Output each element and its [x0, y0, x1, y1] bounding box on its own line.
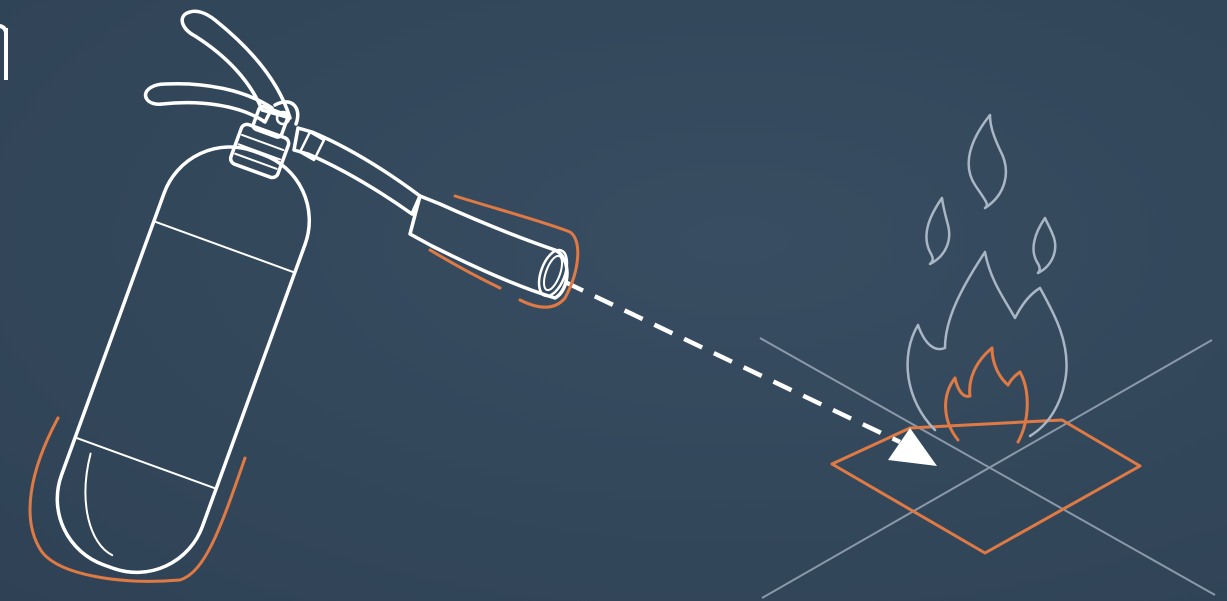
flame-wisp-right: [1034, 218, 1056, 273]
cylinder-band-bottom: [75, 437, 216, 488]
nozzle-opening-inner: [540, 254, 565, 293]
cylinder-shading: [60, 454, 142, 556]
floor-cross-lines: [760, 338, 1215, 598]
inner-flame: [946, 348, 1028, 442]
spray-dashes: [565, 282, 900, 442]
nozzle-motion-accent-2: [430, 250, 500, 288]
spray-arrow-icon: [565, 282, 937, 466]
extinguisher-cylinder: [38, 127, 329, 592]
outer-flame: [908, 252, 1067, 436]
floor-diamond-icon: [832, 420, 1140, 553]
fire-extinguisher-icon: [30, 11, 578, 592]
extinguisher-hose: [294, 128, 420, 214]
flame-wisp-top: [969, 115, 1006, 208]
floor-line-b: [762, 340, 1212, 598]
flame-wisp-left: [926, 198, 949, 264]
fire-icon: [908, 115, 1067, 442]
cylinder-band-top: [156, 222, 293, 272]
